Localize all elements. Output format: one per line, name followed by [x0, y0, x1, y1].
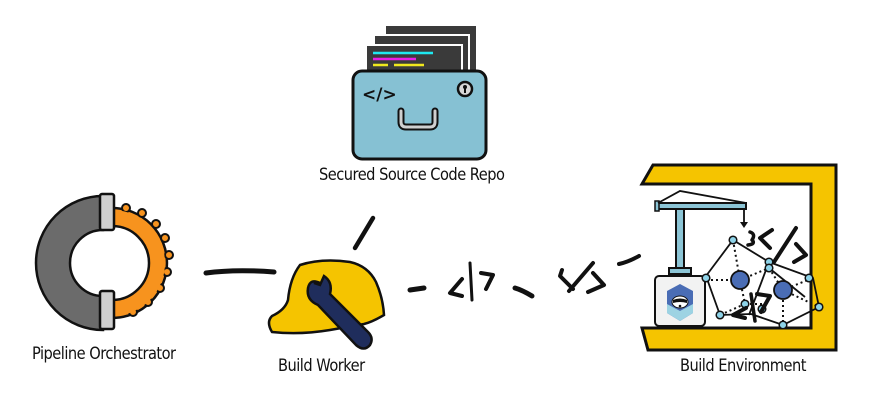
drawer-handle-icon [397, 107, 439, 131]
wrench-icon [306, 274, 373, 350]
edge-worker-env [407, 254, 641, 302]
label-secured-source-code-repo: Secured Source Code Repo [319, 165, 505, 185]
raccoon-logo-icon [654, 275, 706, 327]
label-pipeline-orchestrator: Pipeline Orchestrator [32, 344, 176, 364]
code-annotation-1 [448, 261, 495, 302]
code-annotation-2 [558, 261, 606, 294]
build-environment-icon [639, 163, 838, 352]
code-glyph: </> [362, 85, 397, 105]
gear-icon [110, 203, 174, 320]
label-build-worker: Build Worker [278, 356, 365, 376]
label-build-environment: Build Environment [680, 356, 806, 376]
pipeline-orchestrator-icon [34, 192, 174, 332]
edge-worker-repo [352, 215, 376, 251]
edge-orchestrator-worker [203, 268, 277, 276]
build-worker-icon [267, 259, 386, 350]
crane-icon [654, 190, 748, 278]
lock-icon [456, 80, 474, 98]
secured-repo-icon: </> [351, 24, 488, 161]
code-overlay [731, 226, 808, 323]
network-graph [701, 235, 824, 330]
